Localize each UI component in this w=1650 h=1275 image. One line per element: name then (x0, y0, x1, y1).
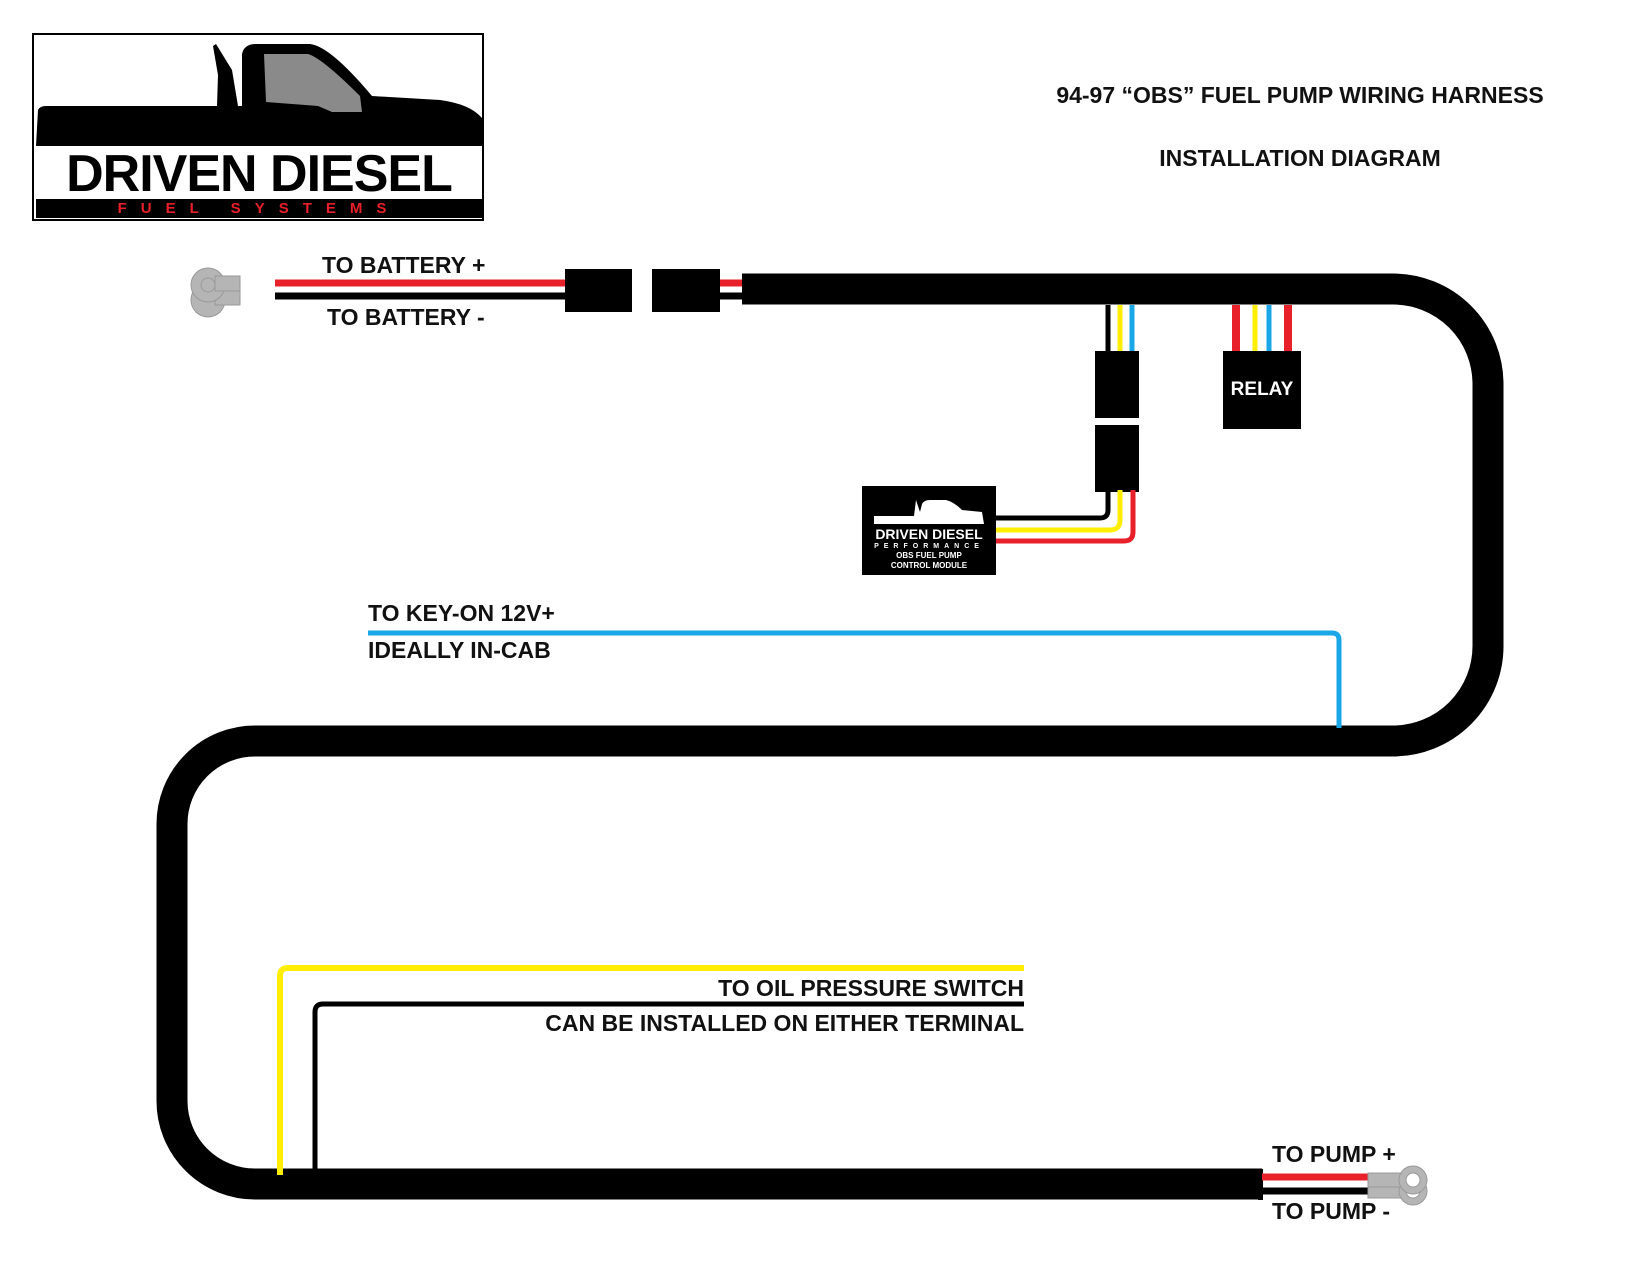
battery-positive-label: TO BATTERY + (322, 252, 486, 278)
key-on-wire (368, 630, 1342, 728)
key-on-note: IDEALLY IN-CAB (368, 637, 551, 663)
battery-connector-male (565, 269, 632, 312)
truck-window (264, 54, 362, 112)
pump-leads (1258, 1165, 1428, 1206)
oil-pressure-note: CAN BE INSTALLED ON EITHER TERMINAL (545, 1010, 1024, 1036)
battery-leads (190, 267, 742, 318)
module-line2-text: CONTROL MODULE (890, 561, 968, 570)
pump-positive-label: TO PUMP + (1272, 1141, 1396, 1167)
module-brand-text: DRIVEN DIESEL (875, 526, 983, 542)
module-sub-text: PERFORMANCE (874, 543, 984, 550)
control-module-label: DRIVEN DIESEL PERFORMANCE OBS FUEL PUMP … (862, 527, 996, 570)
logo-brand-text: DRIVEN DIESEL (66, 145, 453, 203)
battery-negative-label: TO BATTERY - (327, 304, 485, 330)
driven-diesel-logo (32, 33, 484, 221)
pump-ring-terminal-icon (1367, 1165, 1428, 1206)
main-harness-cable (156, 273, 1504, 1200)
pump-negative-label: TO PUMP - (1272, 1198, 1390, 1224)
truck-silhouette (36, 44, 482, 146)
logo-tagline-text: FUEL SYSTEMS (117, 200, 401, 217)
module-connector-top (1095, 351, 1139, 418)
oil-pressure-wire-yellow (277, 965, 1024, 1175)
battery-connector-female (652, 269, 720, 312)
diagram-subtitle: INSTALLATION DIAGRAM (1159, 145, 1441, 171)
module-branch (996, 305, 1139, 544)
oil-pressure-label: TO OIL PRESSURE SWITCH (718, 975, 1024, 1001)
oil-pressure-wire-black (312, 1001, 1024, 1175)
battery-ring-terminal-icon (190, 267, 241, 318)
relay (1223, 305, 1301, 429)
module-line1-text: OBS FUEL PUMP (896, 551, 962, 560)
relay-label: RELAY (1230, 379, 1294, 400)
key-on-label: TO KEY-ON 12V+ (368, 600, 555, 626)
diagram-title: 94-97 “OBS” FUEL PUMP WIRING HARNESS (1056, 82, 1544, 108)
control-module (862, 486, 996, 575)
module-connector-bottom (1095, 425, 1139, 492)
